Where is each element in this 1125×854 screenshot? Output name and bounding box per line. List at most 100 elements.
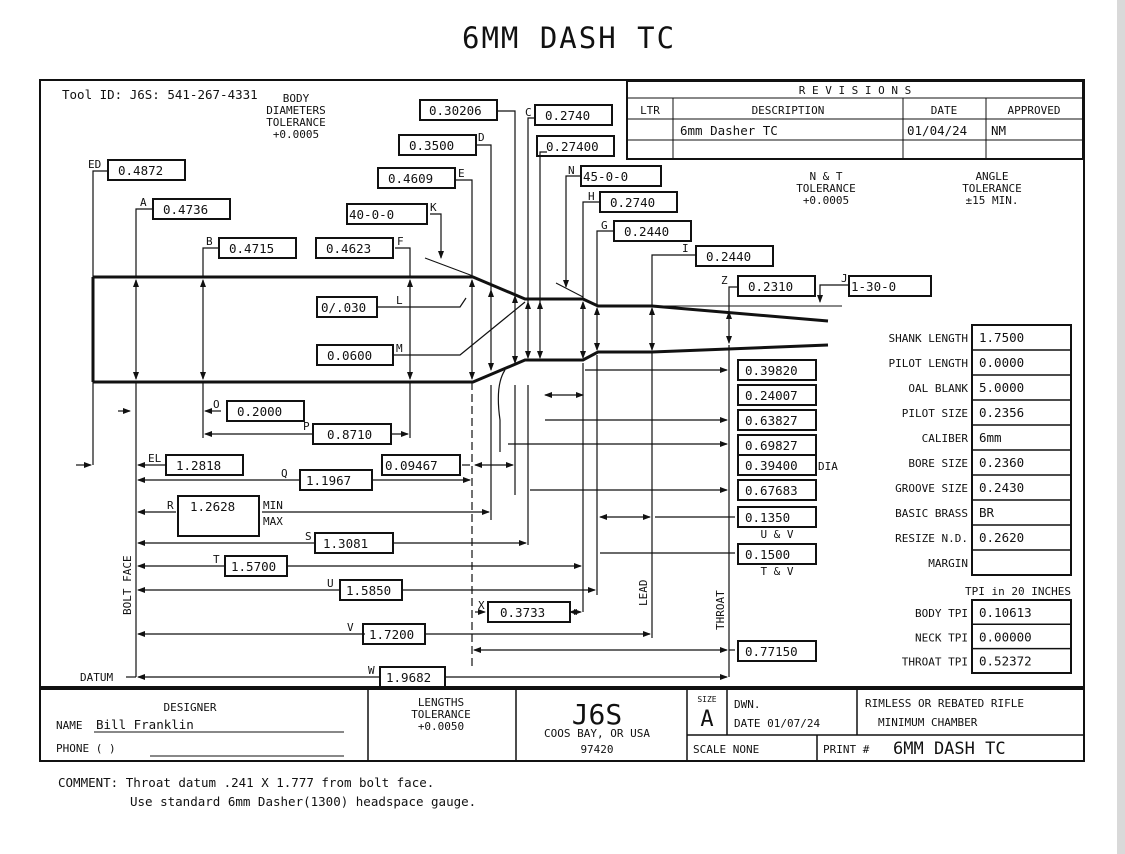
spec-value: 0.2430 bbox=[979, 480, 1024, 495]
svg-text:DATE: DATE bbox=[931, 104, 958, 117]
svg-text:+0.0005: +0.0005 bbox=[273, 128, 319, 141]
datum-label: DATUM bbox=[80, 671, 113, 684]
phone-label: PHONE ( ) bbox=[56, 742, 116, 755]
svg-text:R E V I S I O N S: R E V I S I O N S bbox=[799, 84, 912, 97]
dim-E: 0.4609 bbox=[388, 171, 433, 186]
right-value: 0.1500 bbox=[745, 547, 790, 562]
svg-text:U: U bbox=[327, 577, 334, 590]
dim-O: 0.2000 bbox=[237, 404, 282, 419]
dim-P: 0.8710 bbox=[327, 427, 372, 442]
right-value: 0.39820 bbox=[745, 363, 798, 378]
dim-L: 0/.030 bbox=[321, 300, 366, 315]
svg-text:BODY: BODY bbox=[283, 92, 310, 105]
tpi-value: 0.52372 bbox=[979, 654, 1032, 669]
spec-label: OAL BLANK bbox=[908, 382, 968, 395]
svg-text:ED: ED bbox=[88, 158, 101, 171]
r-min-label: MIN bbox=[263, 499, 283, 512]
company-city: COOS BAY, OR USA bbox=[544, 727, 650, 740]
svg-text:K: K bbox=[430, 201, 437, 214]
dim-I: 0.2440 bbox=[706, 249, 751, 264]
dim-X: 0.3733 bbox=[500, 605, 545, 620]
dim-T: 1.5700 bbox=[231, 559, 276, 574]
tpi-label: NECK TPI bbox=[915, 631, 968, 644]
drawn-date: DATE 01/07/24 bbox=[734, 717, 820, 730]
svg-text:C: C bbox=[525, 106, 532, 119]
length-dimensions bbox=[76, 345, 735, 680]
dimension-values: 0.4872 0.4736 0.4715 0.4623 0.4609 40-0-… bbox=[118, 103, 896, 685]
svg-text:N: N bbox=[568, 164, 575, 177]
svg-text:TOLERANCE: TOLERANCE bbox=[962, 182, 1022, 195]
svg-text:X: X bbox=[478, 599, 485, 612]
svg-text:R: R bbox=[167, 499, 174, 512]
uv-label: U & V bbox=[760, 528, 793, 541]
dim-H: 0.2740 bbox=[610, 195, 655, 210]
dim-M: 0.0600 bbox=[327, 348, 372, 363]
svg-text:F: F bbox=[397, 235, 404, 248]
print-number: 6MM DASH TC bbox=[893, 739, 1006, 759]
top-leaders bbox=[92, 110, 849, 465]
svg-text:O: O bbox=[213, 398, 220, 411]
comment-line-2: Use standard 6mm Dasher(1300) headspace … bbox=[130, 794, 476, 809]
print-label: PRINT # bbox=[823, 743, 870, 756]
svg-text:Z: Z bbox=[721, 274, 728, 287]
dim-Q2: 0.09467 bbox=[385, 458, 438, 473]
revision-description: 6mm Dasher TC bbox=[680, 123, 778, 138]
svg-text:ANGLE: ANGLE bbox=[975, 170, 1008, 183]
tool-id: Tool ID: J6S: 541-267-4331 bbox=[62, 87, 258, 102]
description-line-2: MINIMUM CHAMBER bbox=[878, 716, 978, 729]
svg-text:LTR: LTR bbox=[640, 104, 660, 117]
svg-text:+0.0050: +0.0050 bbox=[418, 720, 464, 733]
right-value: 0.63827 bbox=[745, 413, 798, 428]
lengths-tolerance-note: LENGTHS TOLERANCE +0.0050 bbox=[411, 696, 471, 733]
svg-text:N & T: N & T bbox=[809, 170, 842, 183]
comment-line-1: COMMENT: Throat datum .241 X 1.777 from … bbox=[58, 775, 434, 790]
svg-text:H: H bbox=[588, 190, 595, 203]
svg-text:T: T bbox=[213, 553, 220, 566]
spec-label: BORE SIZE bbox=[908, 457, 968, 470]
dim-C2: 0.27400 bbox=[546, 139, 599, 154]
svg-text:DESCRIPTION: DESCRIPTION bbox=[752, 104, 825, 117]
spec-value: 0.0000 bbox=[979, 355, 1024, 370]
spec-value: BR bbox=[979, 505, 995, 520]
spec-value: 0.2360 bbox=[979, 455, 1024, 470]
dim-V: 1.7200 bbox=[369, 627, 414, 642]
tpi-value: 0.00000 bbox=[979, 629, 1032, 644]
dim-D: 0.3500 bbox=[409, 138, 454, 153]
spec-label: CALIBER bbox=[922, 432, 969, 445]
svg-text:V: V bbox=[347, 621, 354, 634]
angle-tolerance-note: ANGLE TOLERANCE ±15 MIN. bbox=[962, 170, 1022, 207]
dim-Z: 0.2310 bbox=[748, 279, 793, 294]
page-title: 6MM DASH TC bbox=[462, 21, 676, 55]
svg-text:E: E bbox=[458, 167, 465, 180]
svg-text:Q: Q bbox=[281, 467, 288, 480]
right-value: 0.1350 bbox=[745, 510, 790, 525]
spec-value: 6mm bbox=[979, 430, 1002, 445]
dimension-letters: ED A B F E K D C N H G I Z J L M O P EL … bbox=[88, 106, 848, 677]
dim-N: 45-0-0 bbox=[583, 169, 628, 184]
revision-approved: NM bbox=[991, 123, 1006, 138]
svg-text:L: L bbox=[396, 294, 403, 307]
dim-Q: 1.1967 bbox=[306, 473, 351, 488]
throat-label: THROAT bbox=[714, 590, 727, 630]
svg-text:TOLERANCE: TOLERANCE bbox=[266, 116, 326, 129]
spec-label: SHANK LENGTH bbox=[889, 332, 968, 345]
tpi-value: 0.10613 bbox=[979, 605, 1032, 620]
dim-EL: 1.2818 bbox=[176, 458, 221, 473]
svg-text:I: I bbox=[682, 242, 689, 255]
svg-text:EL: EL bbox=[148, 452, 162, 465]
name-label: NAME bbox=[56, 719, 83, 732]
svg-text:TOLERANCE: TOLERANCE bbox=[411, 708, 471, 721]
spec-label: MARGIN bbox=[928, 557, 968, 570]
svg-text:LENGTHS: LENGTHS bbox=[418, 696, 464, 709]
tpi-label: BODY TPI bbox=[915, 607, 968, 620]
svg-text:D: D bbox=[478, 131, 485, 144]
spec-value: 0.2356 bbox=[979, 405, 1024, 420]
dim-F: 0.4623 bbox=[326, 241, 371, 256]
svg-text:S: S bbox=[305, 530, 312, 543]
svg-text:J: J bbox=[841, 272, 848, 285]
designer-label: DESIGNER bbox=[164, 701, 217, 714]
bolt-face-label: BOLT FACE bbox=[121, 555, 134, 615]
dwn-label: DWN. bbox=[734, 698, 761, 711]
